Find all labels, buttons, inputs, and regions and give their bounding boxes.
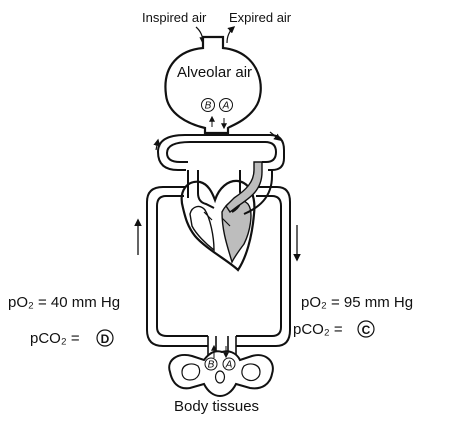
systemic-circulation — [134, 186, 301, 347]
tissue-circle-b — [204, 357, 218, 371]
tissue-circle-b-text: B — [208, 360, 215, 371]
pulmonary-right-arrow — [269, 131, 282, 141]
tissue-circle-a-text: A — [225, 360, 233, 371]
inspired-air-label: Inspired air — [142, 10, 207, 25]
body-tissues-label: Body tissues — [174, 398, 259, 415]
right-po2-value: pO₂ = 95 mm Hg — [301, 294, 413, 311]
heart — [180, 161, 273, 272]
tissue-circle-a — [222, 357, 236, 371]
pulmonary-left-arrow — [153, 138, 161, 151]
expired-air-arrow — [226, 26, 236, 44]
alveolus-circle-b-text: B — [205, 101, 212, 112]
right-ventricle — [189, 205, 215, 252]
pulmonary-circulation — [153, 131, 285, 171]
expired-air-label: Expired air — [229, 10, 292, 25]
right-pco2-symbol: C — [362, 323, 371, 337]
left-pco2-symbol: D — [101, 332, 110, 346]
alveolus-circle-b — [201, 98, 215, 112]
left-po2-value: pO₂ = 40 mm Hg — [8, 294, 120, 311]
alveolus-circle-a — [219, 98, 233, 112]
arterial-values: pO₂ = 95 mm Hg pCO₂ = C — [293, 294, 413, 338]
alveolus-circle-a-text: A — [222, 101, 230, 112]
left-pco2-circle — [96, 329, 114, 347]
right-pco2-prefix: pCO₂ = — [293, 321, 343, 338]
pulmonary-vein-shaded — [225, 161, 263, 214]
alveolus: Alveolar air B A — [164, 35, 262, 135]
alveolar-air-label: Alveolar air — [177, 64, 252, 81]
right-pco2-circle — [357, 320, 375, 338]
body-tissues: B A Body tissues — [168, 336, 274, 415]
venous-values: pO₂ = 40 mm Hg pCO₂ = D — [8, 294, 120, 347]
left-pco2-prefix: pCO₂ = — [30, 330, 80, 347]
